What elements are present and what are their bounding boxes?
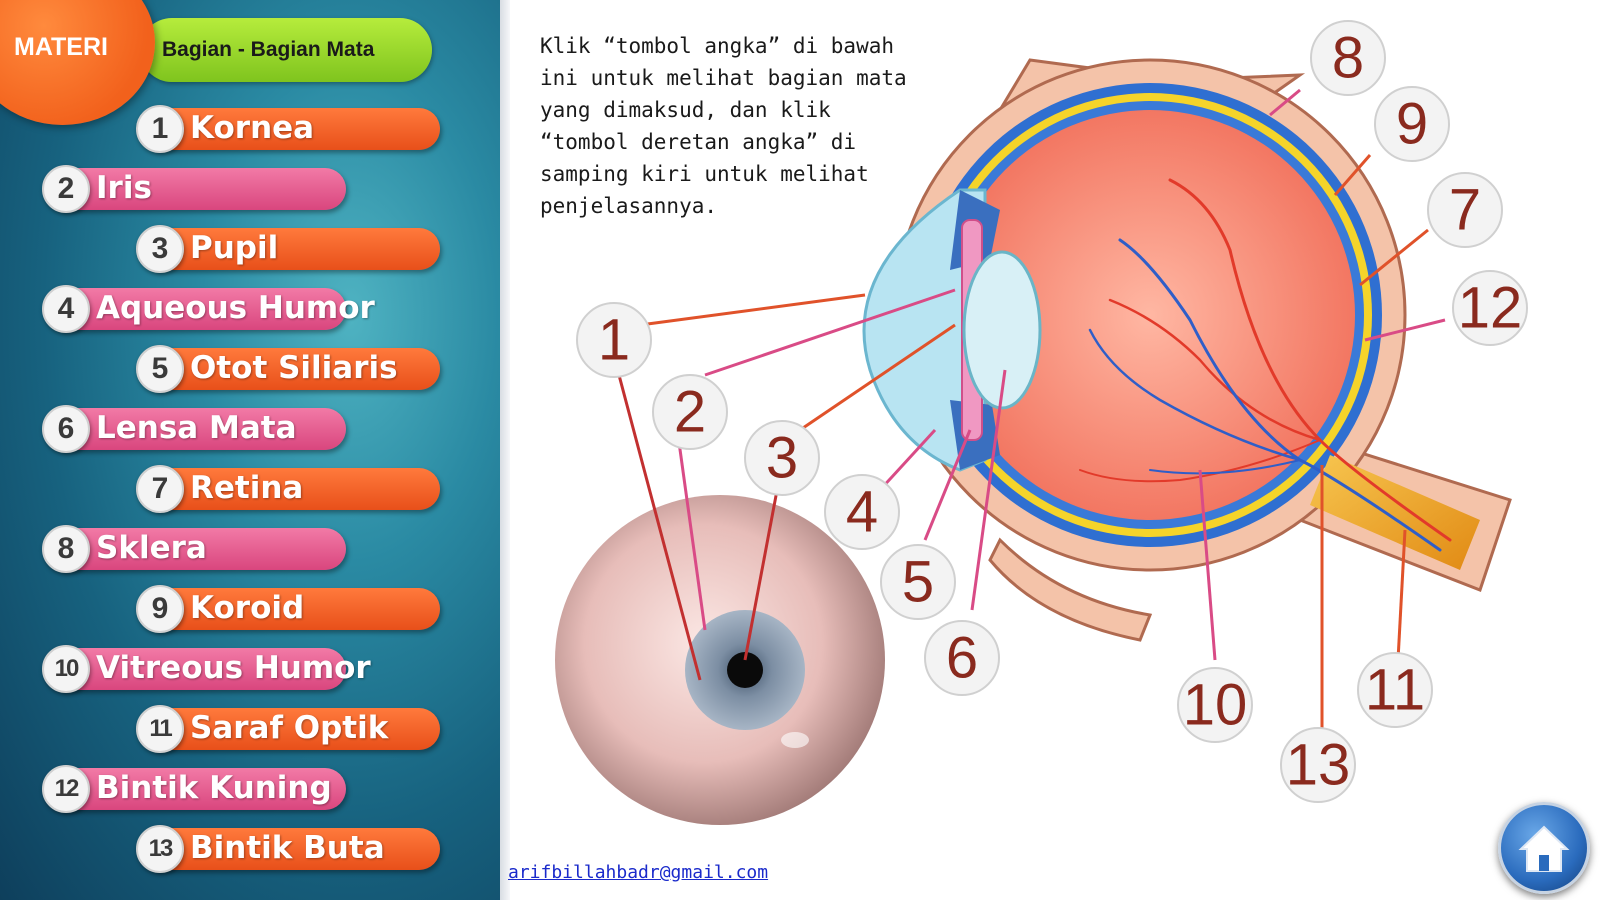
home-icon (1518, 825, 1570, 872)
callout-label: 4 (846, 480, 878, 545)
menu-item-label: Aqueous Humor (96, 290, 375, 326)
menu-item-label: Lensa Mata (96, 410, 297, 446)
menu-item-label: Pupil (190, 230, 279, 266)
menu-item-label: Sklera (96, 530, 207, 566)
callout-button-1[interactable]: 1 (576, 302, 652, 378)
callout-button-2[interactable]: 2 (652, 374, 728, 450)
callout-label: 13 (1286, 733, 1351, 798)
menu-item-label: Kornea (190, 110, 315, 146)
menu-item-number: 11 (136, 705, 184, 753)
menu-item-label: Koroid (190, 590, 305, 626)
callout-button-13[interactable]: 13 (1280, 727, 1356, 803)
materi-label: MATERI (14, 33, 108, 61)
callout-button-10[interactable]: 10 (1177, 667, 1253, 743)
menu-item-label: Bintik Buta (190, 830, 385, 866)
topic-title: Bagian - Bagian Mata (162, 38, 375, 61)
email-link[interactable]: arifbillahbadr@gmail.com (508, 862, 769, 883)
callout-label: 9 (1396, 92, 1428, 157)
eye-cross-section (862, 58, 1512, 642)
menu-item-number: 1 (136, 105, 184, 153)
menu-item-number: 13 (136, 825, 184, 873)
callout-label: 8 (1332, 26, 1364, 91)
menu-item-number: 7 (136, 465, 184, 513)
menu-item-number: 4 (42, 285, 90, 333)
menu-item-label: Otot Siliaris (190, 350, 398, 386)
menu-item-number: 5 (136, 345, 184, 393)
menu-item-label: Vitreous Humor (96, 650, 371, 686)
callout-button-5[interactable]: 5 (880, 544, 956, 620)
instructions-text: Klik “tombol angka” di bawah ini untuk m… (540, 34, 907, 218)
callout-button-9[interactable]: 9 (1374, 86, 1450, 162)
menu-item-number: 6 (42, 405, 90, 453)
callout-label: 5 (902, 550, 934, 615)
callout-label: 11 (1365, 658, 1425, 723)
menu-item-number: 3 (136, 225, 184, 273)
callout-button-6[interactable]: 6 (924, 620, 1000, 696)
callout-label: 1 (598, 308, 630, 373)
menu-item-number: 10 (42, 645, 90, 693)
topic-pill (140, 18, 432, 82)
callout-label: 7 (1449, 178, 1481, 243)
callout-label: 6 (946, 626, 978, 691)
menu-item-label: Retina (190, 470, 304, 506)
callout-button-11[interactable]: 11 (1357, 652, 1433, 728)
callout-button-12[interactable]: 12 (1452, 270, 1528, 346)
eyeball-image (555, 495, 885, 825)
callout-button-7[interactable]: 7 (1427, 172, 1503, 248)
menu-item-label: Bintik Kuning (96, 770, 332, 806)
callout-label: 3 (766, 426, 798, 491)
menu-item-number: 8 (42, 525, 90, 573)
menu-item-number: 2 (42, 165, 90, 213)
sidebar-divider (500, 0, 510, 900)
menu-item-number: 9 (136, 585, 184, 633)
callout-label: 12 (1458, 276, 1523, 341)
callout-label: 2 (674, 380, 706, 445)
callout-button-4[interactable]: 4 (824, 474, 900, 550)
menu-item-number: 12 (42, 765, 90, 813)
leader-lines (613, 88, 1446, 735)
menu-item-label: Iris (96, 170, 152, 206)
callout-label: 10 (1183, 673, 1248, 738)
callout-button-3[interactable]: 3 (744, 420, 820, 496)
home-button[interactable] (1498, 802, 1590, 894)
callout-button-8[interactable]: 8 (1310, 20, 1386, 96)
menu-item-label: Saraf Optik (190, 710, 389, 746)
